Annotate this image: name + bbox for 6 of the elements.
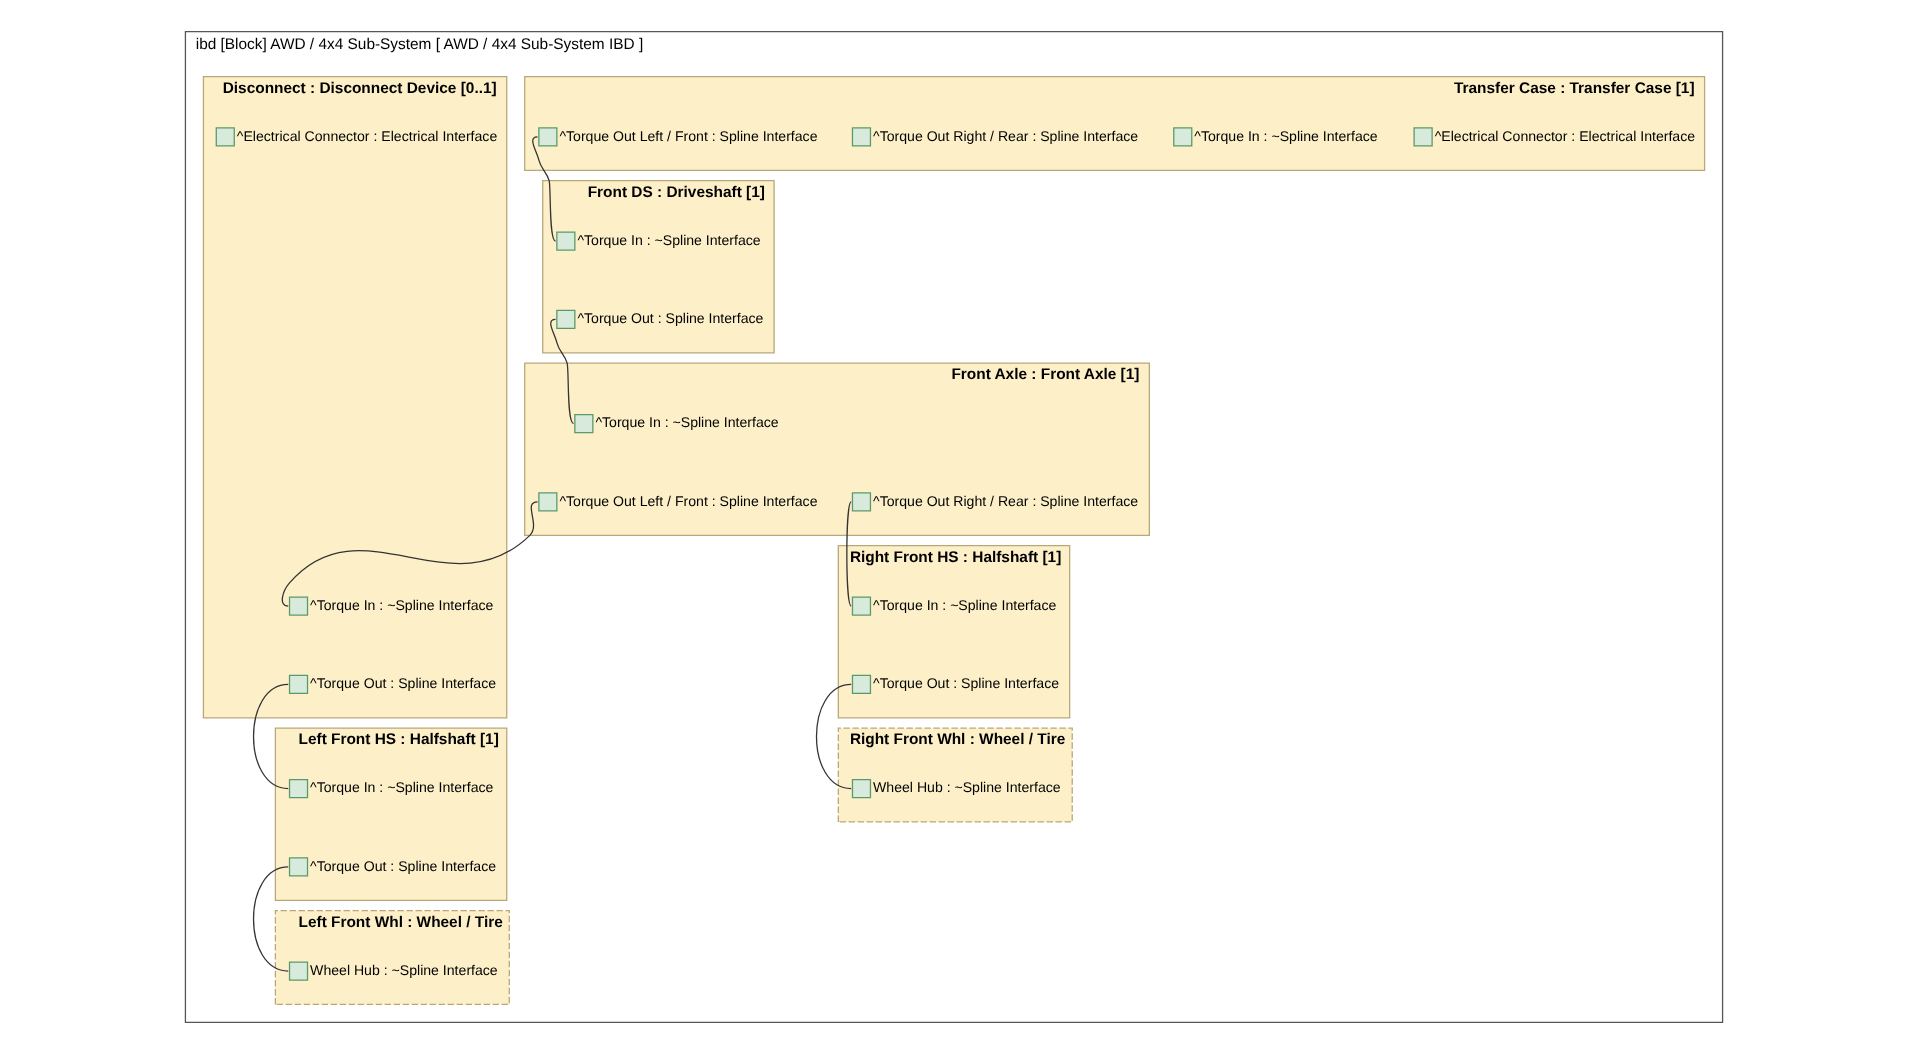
connector [846, 501, 852, 607]
connector [252, 683, 289, 790]
connector [252, 866, 289, 972]
connector [281, 501, 539, 607]
connector [815, 683, 852, 790]
connector [550, 318, 575, 425]
